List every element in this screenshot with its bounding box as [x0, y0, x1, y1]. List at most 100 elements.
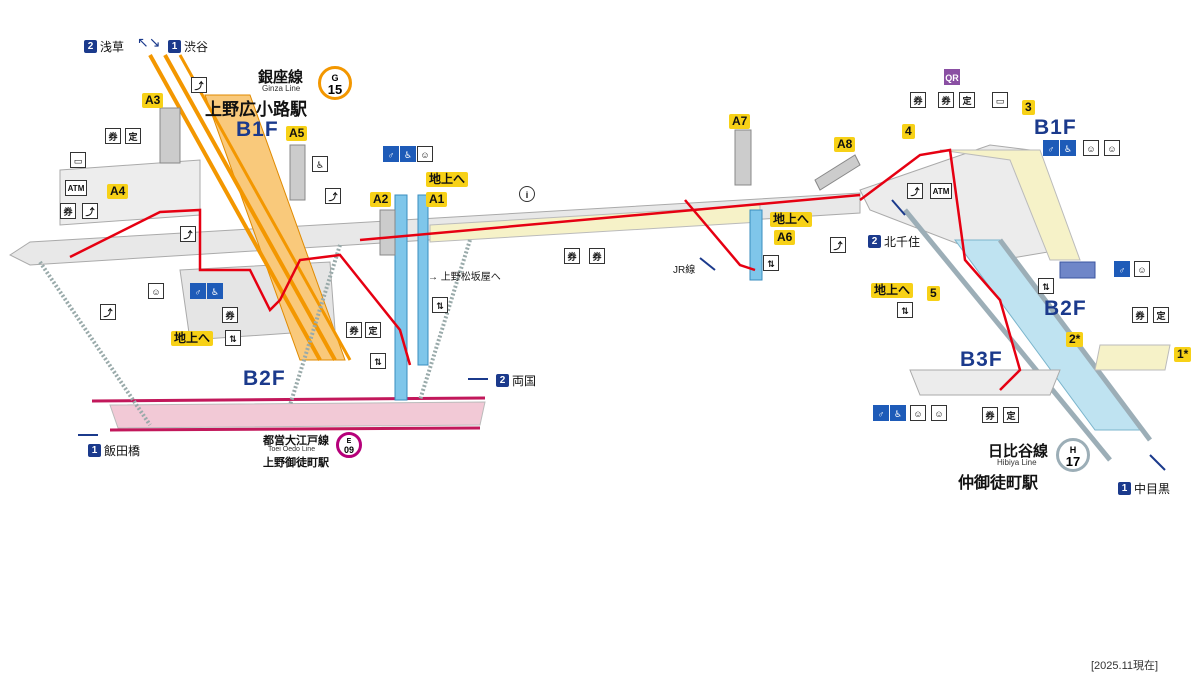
elevator-icon: ⇅	[763, 255, 779, 271]
exit-3: 3	[1022, 100, 1035, 115]
baby-icon: ☺	[910, 405, 926, 421]
elevator-icon: ⇅	[370, 353, 386, 369]
ginza-line-name: 銀座線	[258, 69, 304, 86]
atm-icon: ATM	[65, 180, 87, 196]
support-stair	[38, 260, 152, 427]
matsuzakaya-label: → 上野松坂屋へ	[428, 272, 501, 283]
exit-left-to-ground: 地上へ	[171, 331, 214, 346]
person-icon: ☺	[931, 405, 947, 421]
elevator-icon: ⇅	[225, 330, 241, 346]
ticket-machine-icon: 券	[346, 322, 362, 338]
commuter-pass-icon: 定	[959, 92, 975, 108]
locker-icon: ▭	[992, 92, 1008, 108]
oedo-track-bottom	[109, 426, 481, 432]
nakameguro-arrow	[1149, 454, 1166, 471]
ginza-track-2	[163, 54, 337, 361]
commuter-pass-icon: 定	[125, 128, 141, 144]
ticket-machine-icon: 券	[982, 407, 998, 423]
ginza-line-en: Ginza Line	[262, 84, 301, 93]
wheelchair-icon: ♿	[890, 405, 906, 421]
ginza-track-3	[178, 54, 352, 361]
oedo-line-en: Toei Oedo Line	[268, 446, 316, 453]
restroom-icon: ♂	[1043, 140, 1059, 156]
baby-icon: ☺	[1134, 261, 1150, 277]
ticket-machine-icon: 券	[105, 128, 121, 144]
escalator-icon: ⤴	[325, 188, 341, 204]
exit-a8: A8	[834, 137, 856, 152]
escalator-icon: ⤴	[100, 304, 116, 320]
exit-a1: A1	[426, 192, 448, 207]
elevator-icon: ⇅	[897, 302, 913, 318]
stairs-a8	[814, 154, 861, 191]
elevator-shaft-main	[417, 194, 429, 366]
route-right	[859, 148, 1022, 391]
oedo-station-name: 上野御徒町駅	[263, 457, 329, 469]
hibiya-station-code-badge: H 17	[1056, 438, 1090, 472]
restroom-icon: ♂	[873, 405, 889, 421]
exit-2-area	[1094, 344, 1171, 371]
floor-label-b1f-left: B1F	[236, 118, 279, 141]
stairs-a2	[379, 209, 396, 256]
exit-a2: A2	[370, 192, 392, 207]
oedo-platform	[109, 401, 486, 429]
stairs-a3	[159, 107, 181, 164]
elevator-icon: ⇅	[1038, 278, 1054, 294]
person-icon: ☺	[148, 283, 164, 299]
stairs-a5	[289, 144, 306, 201]
exit-a3: A3	[142, 93, 164, 108]
floor-label-b2f-left: B2F	[243, 367, 286, 390]
elevator-icon: ⇅	[432, 297, 448, 313]
exit-a7: A7	[729, 114, 751, 129]
exit-a6-to-ground: 地上へ	[770, 212, 813, 227]
ticket-machine-icon: 券	[60, 203, 76, 219]
escalator-icon: ⤴	[830, 237, 846, 253]
wheelchair-icon: ♿	[1060, 140, 1076, 156]
oedo-station-code-badge: E 09	[336, 432, 362, 458]
ginza-direction-arrows-icon: ↖↘	[137, 34, 161, 50]
ticket-machine-icon: 券	[589, 248, 605, 264]
elevator-shaft-a6	[749, 209, 763, 281]
oedo-line-name: 都営大江戸線	[263, 435, 329, 447]
oedo-track-top	[91, 396, 486, 403]
exit-4: 4	[902, 124, 915, 139]
commuter-pass-icon: 定	[1153, 307, 1169, 323]
escalator-icon: ⤴	[191, 77, 207, 93]
b1f-right-yellow	[939, 149, 1081, 261]
ticket-machine-icon: 券	[1132, 307, 1148, 323]
hibiya-line-en: Hibiya Line	[997, 458, 1037, 467]
commuter-pass-icon: 定	[1003, 407, 1019, 423]
exit-5: 5	[927, 286, 940, 301]
elevator-shaft-a1	[394, 194, 408, 401]
jr-arrow	[699, 257, 716, 271]
ticket-machine-icon: 券	[910, 92, 926, 108]
exit-a6: A6	[774, 230, 796, 245]
hibiya-platform-blue	[954, 239, 1141, 431]
restroom-icon: ♂	[190, 283, 206, 299]
baby-icon: ☺	[417, 146, 433, 162]
restroom-icon: ♂	[383, 146, 399, 162]
restroom-icon: ♂	[1114, 261, 1130, 277]
commuter-pass-icon: 定	[365, 322, 381, 338]
information-icon: i	[519, 186, 535, 202]
jr-line-label: JR線	[673, 265, 696, 276]
ginza-station-code-badge: G 15	[318, 66, 352, 100]
locker-icon: ▭	[70, 152, 86, 168]
qr-icon: QR	[944, 69, 960, 85]
escalator-icon: ⤴	[907, 183, 923, 199]
stairs-a7	[734, 129, 752, 186]
exit-5-to-ground: 地上へ	[871, 283, 914, 298]
person-icon: ☺	[1104, 140, 1120, 156]
kitasenju-arrow	[891, 199, 906, 216]
exit-a1-to-ground: 地上へ	[426, 172, 469, 187]
wc-box-right	[1059, 261, 1096, 279]
exit-1: 1*	[1174, 347, 1192, 362]
hibiya-station-name: 仲御徒町駅	[958, 475, 1039, 492]
ticket-machine-icon: 券	[222, 307, 238, 323]
wheelchair-icon: ♿	[312, 156, 328, 172]
b3f-concourse	[909, 369, 1061, 396]
